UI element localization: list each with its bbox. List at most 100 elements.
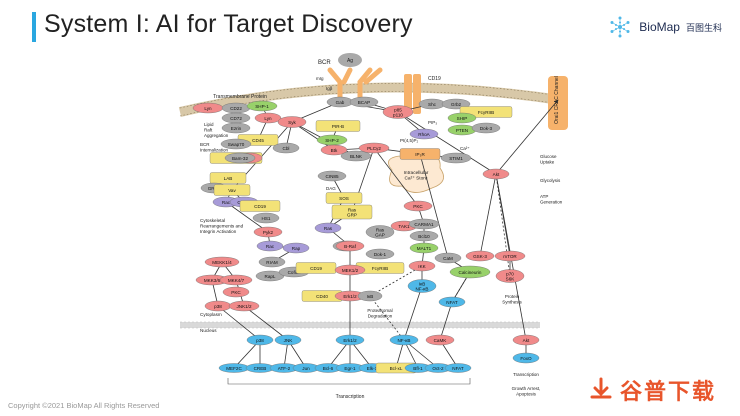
node-label-cbl: Cbl: [283, 146, 290, 151]
node-cd19b: CD19: [239, 200, 281, 212]
diagram-label-proteasomal: Proteasomal: [367, 308, 392, 313]
node-label-lab: LAB: [224, 176, 233, 181]
diagram-label-cyto: Rearrangements and: [200, 224, 244, 229]
node-label-swap70: Swap70: [228, 142, 245, 147]
node-label-pirb: PIR-B: [332, 124, 344, 129]
node-label-calcineurin: Calcineurin: [459, 270, 482, 275]
node-stim1: STIM1: [440, 152, 472, 164]
node-label-gsk3: GSK-3: [473, 254, 487, 259]
node-jnk12: JNK1/2: [228, 300, 260, 312]
node-label-akt: Akt: [493, 172, 500, 177]
edge-akt-orai1: [495, 99, 559, 175]
transcription-bracket: [227, 378, 471, 385]
node-gsk3: GSK-3: [465, 250, 495, 262]
node-label-shp2: SHP-2: [325, 138, 339, 143]
diagram-label-pip3: PIP₃: [428, 120, 437, 125]
diagram-label-dag: DAG: [326, 186, 336, 191]
node-label-atf2: ATF-2: [278, 366, 291, 371]
bcr-receptor: [327, 53, 383, 103]
node-pyk2: Pyk2: [253, 226, 283, 238]
node-label-mek12: MEK1/2: [342, 268, 359, 273]
watermark-text: 谷普下载: [619, 380, 716, 405]
node-label-hs1: HS1: [262, 216, 271, 221]
node-label-njnk: JNK: [284, 338, 294, 343]
node-shp2: SHP-2: [316, 134, 348, 146]
node-label-ras: Ras: [324, 226, 333, 231]
diagram-label-cyto: Integrin Activation: [200, 229, 237, 234]
node-lab: LAB: [209, 172, 247, 184]
brand-logo: BioMap 百图生科: [607, 14, 722, 40]
node-shp1: SHP-1: [246, 100, 278, 112]
node-label-p70: p70: [506, 271, 514, 276]
node-label-ikk: IKK: [418, 264, 426, 269]
node-pkc: PKC: [403, 200, 433, 212]
diagram-label-mig: mIg: [316, 76, 324, 81]
diagram-label-atp: ATP: [540, 194, 548, 199]
node-label-jun: Jun: [302, 366, 310, 371]
node-label-pten: PTEN: [456, 128, 468, 133]
node-dok3: Dok-3: [471, 122, 501, 134]
node-rapl: RapL: [255, 270, 285, 282]
node-pkcb: PKC: [222, 286, 250, 298]
edge-nfat-ncamk: [439, 301, 453, 341]
node-label-mef2c: MEF2C: [226, 366, 242, 371]
node-braf: B-Raf: [335, 240, 365, 252]
diagram-label-cd19: CD19: [428, 76, 441, 82]
node-label-bclxl: Bcl-xL: [390, 366, 403, 371]
node-syk: Syk: [277, 116, 307, 128]
node-label-sos: SOS: [339, 196, 349, 201]
diagram-label-bcr_intern: BCR: [200, 142, 210, 147]
node-label-ip3r: IP₃R: [415, 152, 425, 157]
cell-membrane: [178, 82, 561, 117]
node-label-fcgr2: FcγRIIB: [372, 266, 388, 271]
node-nerk: Erk1/2: [335, 334, 365, 346]
node-blnk: BLNK: [340, 150, 372, 162]
node-mek12: MEK1/2: [334, 264, 366, 276]
node-hs1: HS1: [252, 212, 280, 224]
node-label-rac: Rac: [222, 200, 231, 205]
node-plcg2: PLCγ2: [358, 142, 390, 154]
diagram-label-transcription: Transcription: [336, 394, 365, 400]
node-ip3r: IP₃R: [399, 148, 441, 160]
node-cd72: CD72: [221, 112, 251, 124]
node-lyn2: Lyn: [254, 112, 282, 124]
diagram-label-intracellular: Ca²⁺ Store: [404, 176, 427, 182]
edge-rac-pyk2: [225, 201, 269, 233]
node-label-cd19c: CD19: [310, 266, 322, 271]
node-bam32: Bam-32: [224, 152, 256, 164]
diagram-label-transcription2: Transcription: [513, 372, 539, 377]
node-swap70: Swap70: [220, 138, 252, 150]
node-label-egr1: Egr-1: [344, 366, 356, 371]
node-cd22: CD22: [221, 102, 251, 114]
node-label-cofilin: Cofilin: [288, 270, 301, 275]
node-orai1: Orai1 CRAC Channel: [554, 76, 560, 124]
node-label-rasgrp: GRP: [347, 212, 357, 217]
node-label-p38: p38: [214, 304, 222, 309]
diagram-label-protein_syn: Protein: [505, 294, 520, 299]
node-label-ship: SHIP: [457, 116, 468, 121]
node-label-pyk2: Pyk2: [263, 230, 274, 235]
node-btk: Btk: [320, 144, 348, 156]
node-p38: p38: [204, 300, 232, 312]
node-label-oct2: Oct-2: [432, 366, 444, 371]
edge-p38-np38: [217, 305, 261, 341]
node-pirb: PIR-B: [315, 120, 361, 132]
node-vav: Vav: [213, 184, 251, 196]
node-label-rac2: Rac: [266, 244, 275, 249]
node-label-p70: S6K: [506, 276, 516, 281]
node-nfat: NFAT: [438, 296, 466, 308]
node-cin85: CIN85: [317, 170, 347, 182]
node-label-mkk36: MKK3/6: [204, 278, 221, 283]
node-label-rasgap: Ras: [376, 227, 385, 232]
node-label-blnk: BLNK: [350, 154, 363, 159]
brand-name-cn: 百图生科: [685, 23, 722, 34]
node-label-btk: Btk: [331, 148, 338, 153]
node-label-orai1: Orai1 CRAC Channel: [554, 76, 560, 124]
node-label-lyn: Lyn: [204, 106, 212, 111]
node-label-tak1: TAK1: [398, 224, 410, 229]
node-bcap: BCAP: [349, 96, 379, 108]
watermark: 谷普下载: [588, 374, 716, 406]
